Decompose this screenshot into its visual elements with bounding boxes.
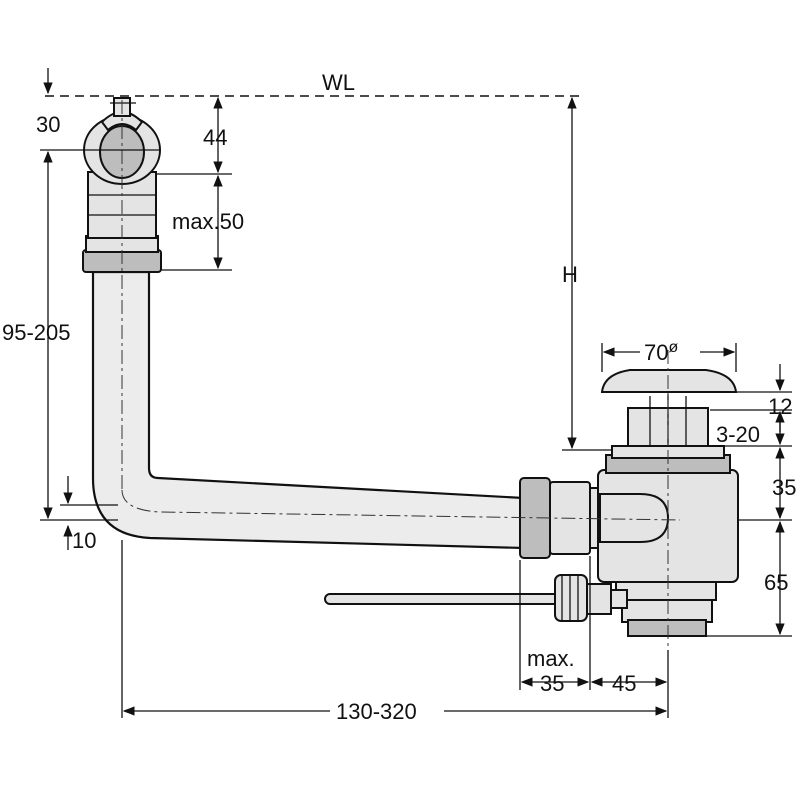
dim-h [562,96,612,451]
dim-130-320-label: 130-320 [336,699,417,724]
dim-max50-label: max.50 [172,209,244,234]
dim-35-lower-label: 35 [540,671,564,696]
dim-max-label: max. [527,646,575,671]
dim-95-205 [40,150,118,521]
dim-bottom-extensions [121,540,669,718]
dim-70-label: 70ø [644,339,678,365]
dim-10-label: 10 [72,528,96,553]
dim-65-label: 65 [764,570,788,595]
dim-70 [601,343,737,372]
dim-45-label: 45 [612,671,636,696]
center-lines [121,100,681,650]
dim-44 [156,96,232,175]
dim-10 [60,476,118,550]
dim-right-extensions [706,391,792,637]
dim-30-label: 30 [36,112,60,137]
dim-44-label: 44 [203,125,227,150]
overflow-pipe [91,270,526,550]
dim-95-205-label: 95-205 [2,320,71,345]
actuator-cable [324,574,628,622]
dim-35-upper-label: 35 [772,475,796,500]
water-level-line [43,68,585,97]
water-level-label: WL [322,70,355,95]
dim-3-20-label: 3-20 [716,422,760,447]
dim-max50 [161,174,232,271]
dim-h-label: H [562,262,578,287]
